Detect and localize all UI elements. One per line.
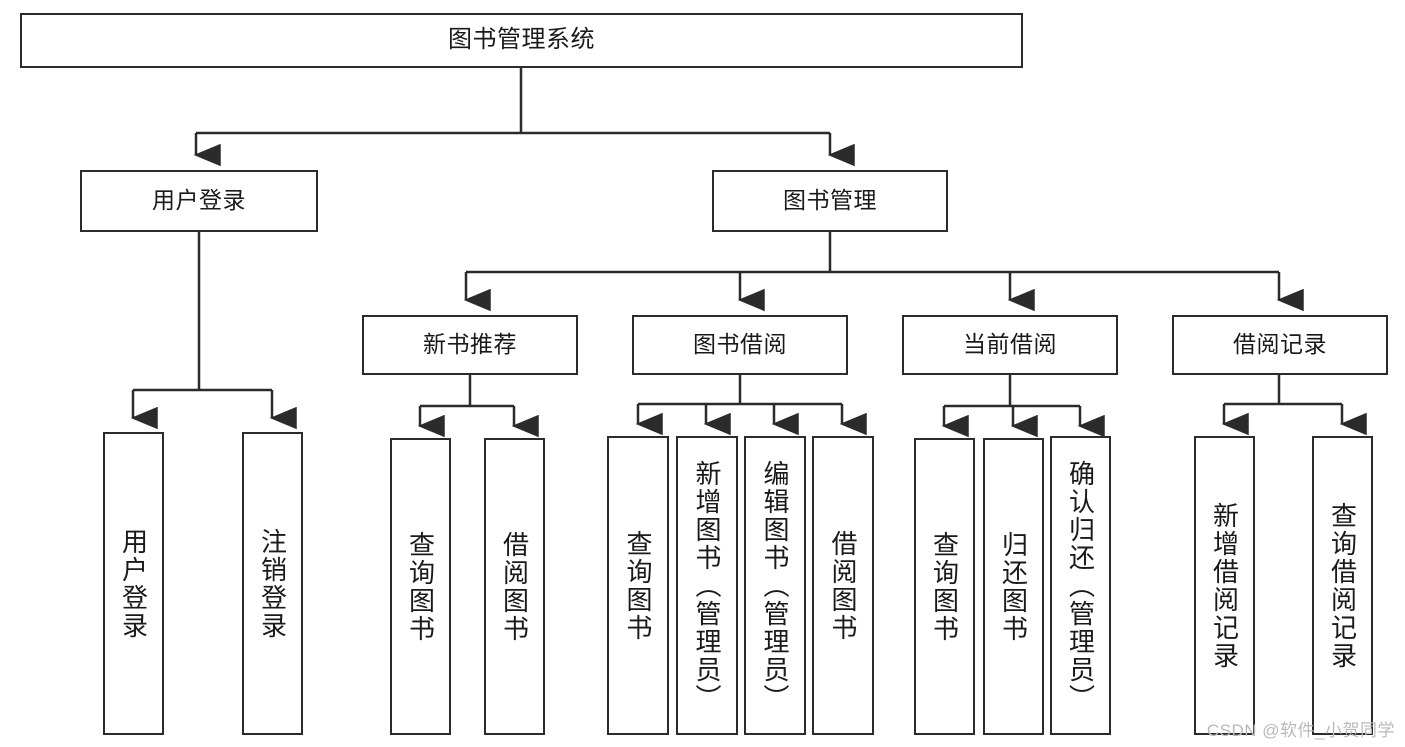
node-label: 编辑图书（管理员）	[760, 459, 790, 712]
node-label: 新增图书（管理员）	[692, 459, 722, 712]
node-label: 当前借阅	[963, 331, 1057, 358]
node-label: 确认归还（管理员）	[1065, 459, 1096, 712]
leaf-borrow-query-book[interactable]: 查询图书	[607, 436, 669, 735]
node-label: 查询图书	[623, 529, 653, 642]
leaf-new-books-query[interactable]: 查询图书	[390, 438, 451, 735]
node-label: 用户登录	[152, 187, 246, 214]
node-label: 查询图书	[929, 530, 960, 643]
leaf-current-query-book[interactable]: 查询图书	[914, 438, 975, 735]
node-book-management[interactable]: 图书管理	[712, 170, 948, 232]
node-label: 查询借阅记录	[1327, 501, 1358, 670]
node-label: 图书管理系统	[448, 26, 595, 54]
node-label: 注销登录	[257, 527, 288, 640]
leaf-borrow-edit-book-admin[interactable]: 编辑图书（管理员）	[744, 436, 806, 735]
watermark-text: CSDN @软件_小贺同学	[1206, 721, 1395, 740]
node-label: 图书管理	[783, 187, 877, 214]
node-label: 用户登录	[118, 527, 149, 640]
node-current-borrow[interactable]: 当前借阅	[902, 315, 1118, 375]
node-book-borrow[interactable]: 图书借阅	[632, 315, 848, 375]
node-label: 借阅图书	[828, 529, 858, 642]
node-user-login[interactable]: 用户登录	[80, 170, 318, 232]
node-root-system[interactable]: 图书管理系统	[20, 13, 1023, 68]
leaf-current-return-book[interactable]: 归还图书	[983, 438, 1044, 735]
leaf-new-books-borrow[interactable]: 借阅图书	[484, 438, 545, 735]
node-label: 新增借阅记录	[1209, 501, 1240, 670]
leaf-borrow-borrow-book[interactable]: 借阅图书	[812, 436, 874, 735]
node-label: 新书推荐	[423, 331, 517, 358]
leaf-user-login-signout[interactable]: 注销登录	[242, 432, 303, 735]
leaf-user-login-signin[interactable]: 用户登录	[103, 432, 164, 735]
node-label: 借阅图书	[499, 530, 530, 643]
node-new-book-recommend[interactable]: 新书推荐	[362, 315, 578, 375]
leaf-records-query-record[interactable]: 查询借阅记录	[1312, 436, 1373, 735]
node-label: 查询图书	[405, 530, 436, 643]
node-borrow-records[interactable]: 借阅记录	[1172, 315, 1388, 375]
leaf-records-add-record[interactable]: 新增借阅记录	[1194, 436, 1255, 735]
node-label: 借阅记录	[1233, 331, 1327, 358]
leaf-borrow-add-book-admin[interactable]: 新增图书（管理员）	[676, 436, 738, 735]
node-label: 图书借阅	[693, 331, 787, 358]
leaf-current-confirm-return-admin[interactable]: 确认归还（管理员）	[1050, 436, 1111, 735]
node-label: 归还图书	[998, 530, 1029, 643]
